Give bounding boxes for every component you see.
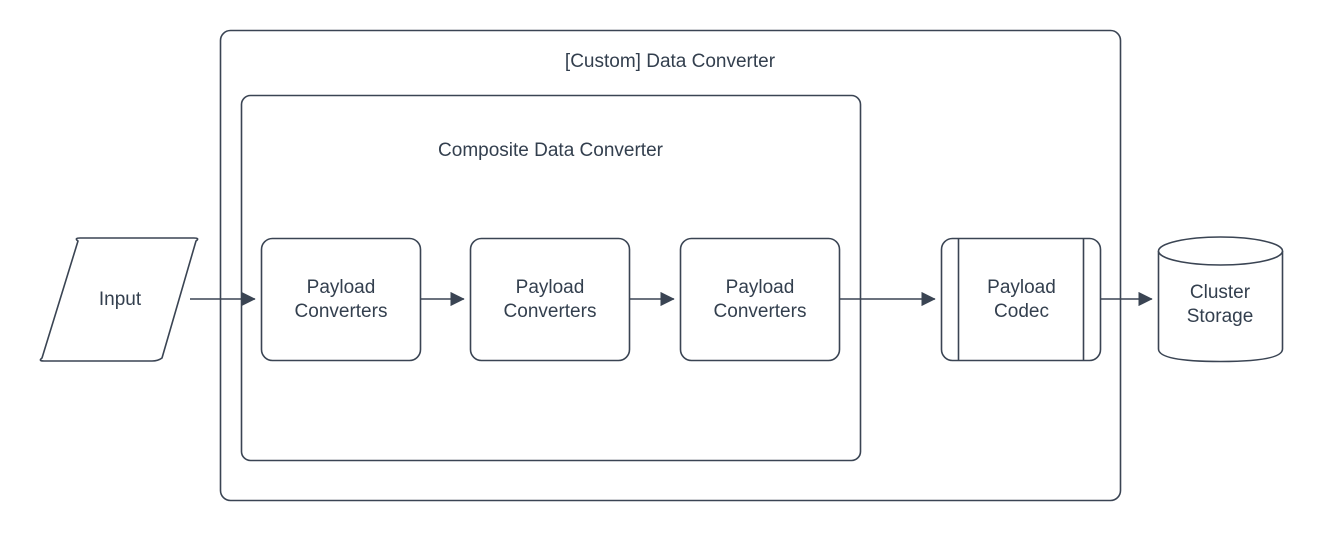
node-cluster-storage-shape[interactable]	[1157, 236, 1284, 363]
node-input-shape[interactable]	[39, 237, 199, 362]
node-payload-converters-3-shape[interactable]	[679, 237, 841, 362]
node-payload-converters-2-shape[interactable]	[469, 237, 631, 362]
node-payload-converters-1-shape[interactable]	[260, 237, 422, 362]
node-payload-codec-shape[interactable]	[940, 237, 1102, 362]
